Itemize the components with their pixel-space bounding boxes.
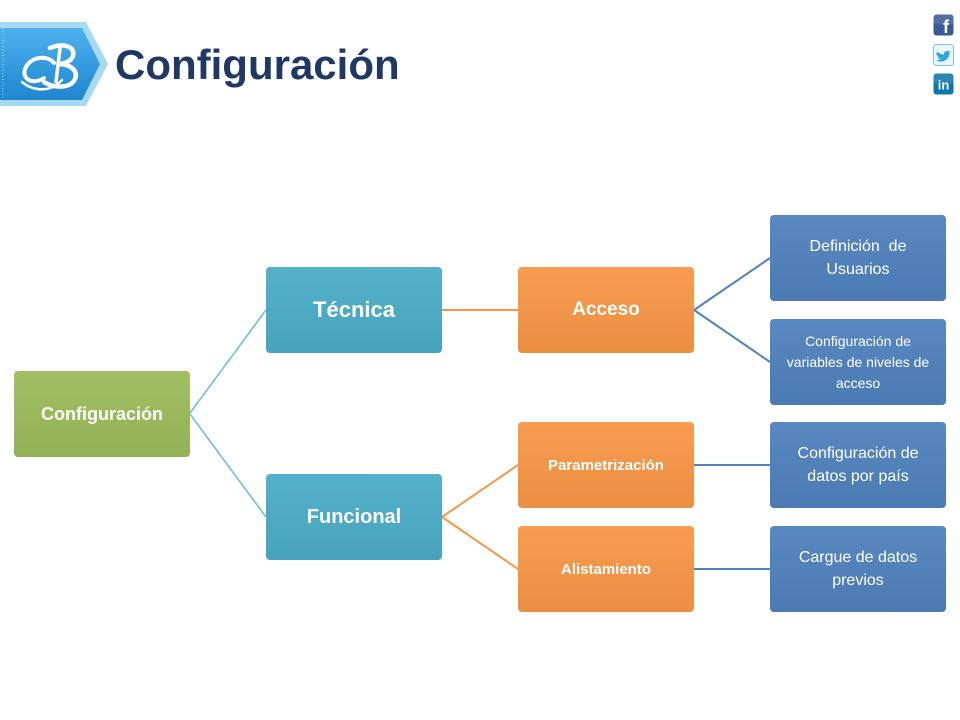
- node-label: Funcional: [306, 505, 402, 528]
- node-funcional: Funcional: [266, 474, 442, 560]
- node-label: Acceso: [572, 299, 640, 320]
- node-label: Configuración de variables de niveles de…: [786, 332, 934, 391]
- node-configuracion-variables-acceso: Configuración de variables de niveles de…: [770, 319, 946, 405]
- node-configuracion-datos-pais: Configuración de datos por país: [770, 422, 946, 508]
- connector-acceso-definicion: [693, 257, 771, 311]
- node-label: Configuración de datos por país: [797, 445, 923, 485]
- node-definicion-usuarios: Definición de Usuarios: [770, 215, 946, 301]
- node-configuracion-root: Configuración: [14, 371, 190, 457]
- linkedin-icon[interactable]: in: [933, 73, 954, 95]
- node-label: Configuración: [41, 403, 163, 424]
- node-label: Definición de Usuarios: [809, 238, 911, 278]
- twitter-bird-shape: [936, 50, 951, 62]
- node-tecnica: Técnica: [266, 267, 442, 353]
- node-label: Alistamiento: [560, 560, 651, 578]
- logo-swirl-mark: [20, 43, 79, 91]
- connector-acceso-variables: [693, 309, 771, 363]
- svg-text:in: in: [938, 78, 950, 93]
- node-label: Parametrización: [548, 456, 664, 474]
- cb-logo-icon: [0, 18, 112, 110]
- facebook-icon[interactable]: f: [933, 14, 954, 36]
- node-alistamiento: Alistamiento: [518, 526, 694, 612]
- svg-text:f: f: [943, 17, 950, 36]
- connector-funcional-parametrizacion: [441, 464, 519, 518]
- node-cargue-datos-previos: Cargue de datos previos: [770, 526, 946, 612]
- node-acceso: Acceso: [518, 267, 694, 353]
- connector-funcional-alistamiento: [441, 516, 519, 570]
- node-label: Cargue de datos previos: [798, 549, 922, 589]
- twitter-icon[interactable]: [933, 44, 954, 66]
- page-title: Configuración: [115, 41, 400, 88]
- connector-root-funcional: [189, 413, 267, 518]
- node-parametrizacion: Parametrización: [518, 422, 694, 508]
- node-label: Técnica: [313, 297, 395, 322]
- connector-root-tecnica: [189, 309, 267, 414]
